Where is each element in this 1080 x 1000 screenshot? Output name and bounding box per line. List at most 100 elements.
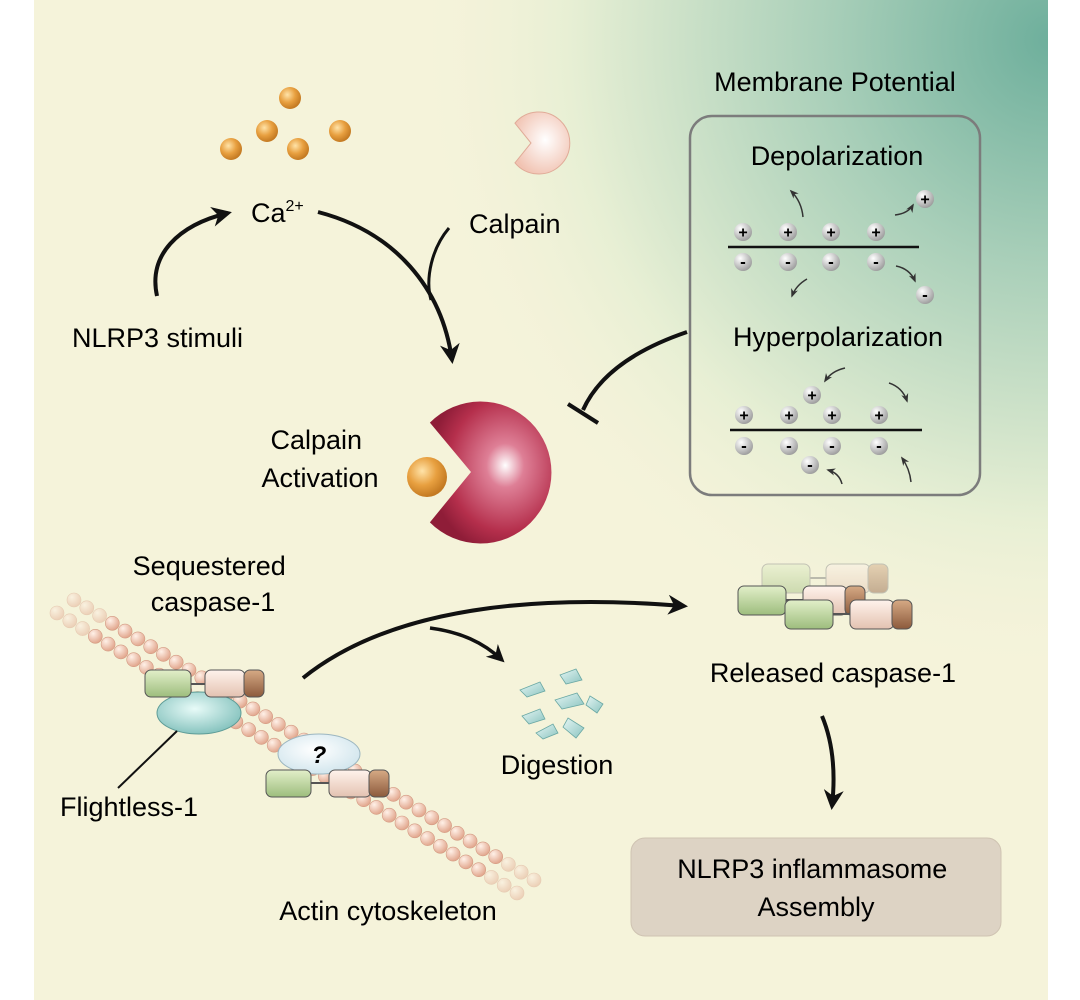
svg-text:+: +: [826, 225, 835, 242]
svg-text:+: +: [920, 192, 929, 209]
actin-bead: [449, 825, 465, 841]
svg-text:-: -: [786, 437, 792, 456]
svg-text:+: +: [738, 225, 747, 242]
caspase-domain-green: [265, 769, 312, 798]
positive-ion: +: [779, 223, 797, 242]
positive-ion: +: [803, 386, 821, 405]
svg-text:-: -: [922, 286, 928, 305]
calpain-active-shape: [429, 401, 552, 544]
actin-bead: [79, 600, 95, 616]
caspase-domain-pink: [328, 769, 372, 798]
positive-ion: +: [735, 406, 753, 425]
unknown-binder-protein: [277, 733, 361, 775]
fragment: [562, 717, 585, 739]
released-caspase-label: Released caspase-1: [710, 658, 956, 688]
membrane-potential-box: [688, 114, 982, 497]
depolarization-label: Depolarization: [751, 141, 924, 171]
actin-bead: [484, 870, 499, 885]
actin-bead: [432, 838, 448, 854]
actin-bead: [420, 831, 435, 846]
actin-bead: [411, 802, 427, 818]
hyperpolarization-ions: + + + + + - - - - -: [735, 386, 888, 475]
inhibition-bar: [566, 402, 600, 425]
svg-text:+: +: [783, 225, 792, 242]
inflammasome-assembly-box: [630, 837, 1002, 937]
positive-ion: +: [734, 223, 752, 242]
digested-fragments: [519, 668, 604, 740]
actin-bead: [471, 862, 487, 878]
actin-bead: [156, 647, 171, 662]
released-caspase-1-stack: [737, 563, 913, 630]
sequestered-caspase-label: Sequestered caspase-1: [133, 551, 294, 617]
released-caspase-front: [784, 599, 913, 630]
digestion-label: Digestion: [501, 750, 614, 780]
fragment: [585, 695, 604, 714]
depolarization-ions: + + + + + - - - - -: [734, 190, 934, 305]
calcium-label: Ca2+: [251, 198, 304, 228]
positive-ion: +: [916, 190, 934, 209]
actin-bead: [437, 818, 452, 833]
caspase-domain-brown: [243, 669, 265, 698]
actin-bead: [458, 854, 474, 870]
negative-ion: -: [916, 286, 934, 305]
actin-bead: [462, 833, 478, 849]
fragment: [559, 668, 583, 685]
positive-ion: +: [867, 223, 885, 242]
calcium-ion: [256, 120, 278, 142]
actin-bead: [394, 815, 410, 831]
positive-ion: +: [870, 406, 888, 425]
actin-bead: [130, 631, 146, 647]
calcium-ions: [220, 87, 351, 160]
positive-ion: +: [822, 223, 840, 242]
svg-text:+: +: [784, 408, 793, 425]
actin-bead: [526, 872, 542, 888]
calpain-inactive-shape: [514, 111, 571, 175]
actin-bead: [475, 841, 491, 857]
negative-ion: -: [801, 456, 819, 475]
flightless-1-label: Flightless-1: [60, 792, 198, 822]
actin-bead: [445, 846, 461, 862]
actin-bead: [254, 730, 269, 745]
actin-bead: [407, 823, 423, 839]
membrane-inhibition-line: [581, 330, 688, 411]
depolarization-flow-arrows: [789, 189, 916, 298]
actin-bead: [258, 709, 274, 725]
caspase-domain-pink: [204, 669, 246, 698]
actin-bead: [88, 628, 103, 644]
membrane-potential-title: Membrane Potential: [714, 67, 956, 97]
svg-text:-: -: [807, 456, 813, 475]
actin-bead: [496, 877, 512, 893]
actin-bead: [126, 652, 141, 668]
svg-text:-: -: [876, 437, 882, 456]
digestion-arrow: [429, 626, 505, 663]
caspase-domain-green: [144, 669, 192, 698]
fragment: [554, 692, 585, 710]
flightless-1-protein: [156, 691, 242, 735]
actin-bead: [66, 592, 82, 608]
actin-bead: [241, 722, 256, 738]
actin-bead: [424, 810, 440, 826]
actin-bead: [381, 807, 397, 823]
calpain-to-activation-join: [427, 227, 451, 301]
actin-bead: [75, 621, 90, 636]
calcium-to-activation-arrow: [317, 210, 460, 364]
fragment: [519, 681, 546, 698]
negative-ion: -: [780, 437, 798, 456]
calpain-activation-label: Calpain Activation: [261, 425, 378, 493]
actin-bead: [245, 701, 261, 717]
svg-text:-: -: [828, 253, 834, 272]
actin-bead: [488, 849, 504, 865]
hyperpolarization-label: Hyperpolarization: [733, 322, 943, 352]
calcium-ion: [220, 138, 242, 160]
calcium-ion: [279, 87, 301, 109]
calpain-label: Calpain: [469, 209, 561, 239]
negative-ion: -: [735, 437, 753, 456]
caspase-1-sequestered-b: [265, 769, 390, 798]
actin-bead: [509, 885, 525, 901]
svg-text:-: -: [829, 437, 835, 456]
negative-ion: -: [734, 253, 752, 272]
negative-ion: -: [822, 253, 840, 272]
svg-text:-: -: [785, 253, 791, 272]
actin-bead: [62, 613, 78, 629]
